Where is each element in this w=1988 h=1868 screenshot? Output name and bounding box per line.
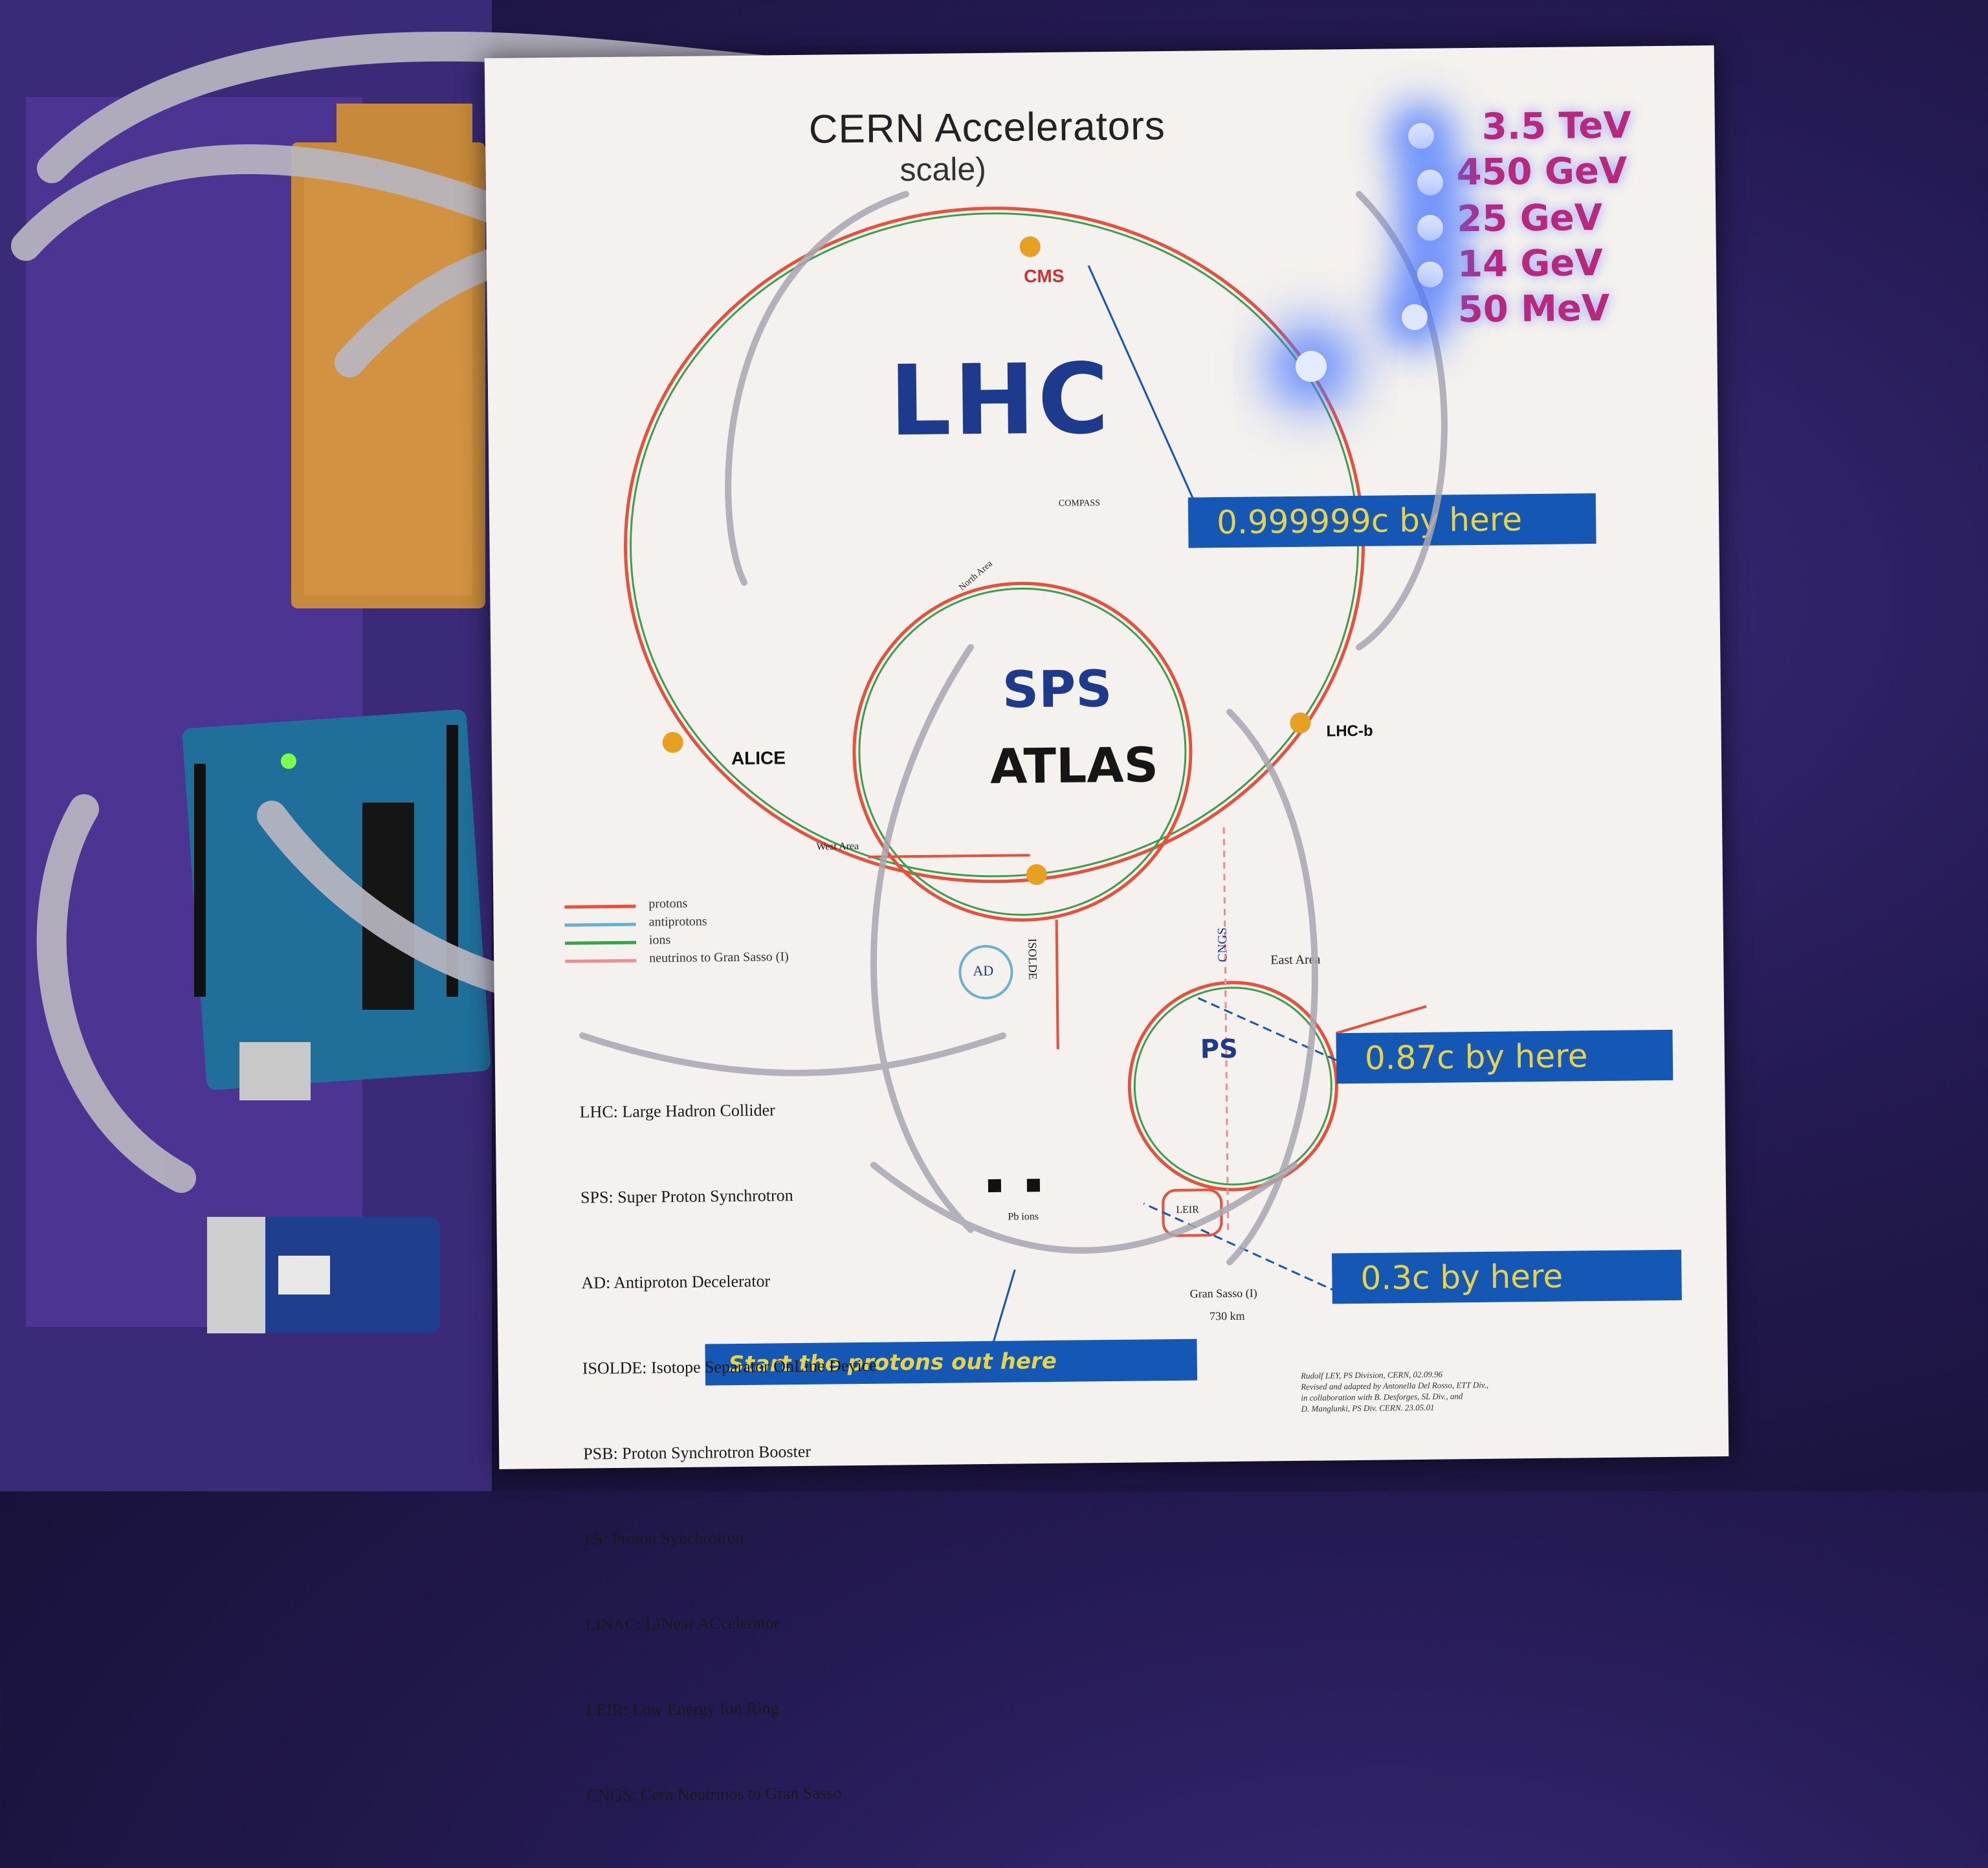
pb-ions-label: Pb ions	[1008, 1211, 1039, 1223]
poster-subtitle: scale)	[900, 150, 987, 188]
alice-label: ALICE	[731, 748, 786, 769]
leir-label: LEIR	[1176, 1204, 1199, 1216]
energy-label: 3.5 TeV	[1481, 104, 1631, 148]
led-icon	[1296, 351, 1327, 382]
glossary-item: LEIR: Low Energy Ion Ring	[586, 1698, 779, 1720]
hardware-area	[0, 0, 1374, 1491]
led-icon	[1417, 261, 1443, 287]
cms-label: CMS	[1024, 265, 1065, 287]
glossary-item: LINAC: LINear ACcelerator	[584, 1613, 780, 1634]
isolde-label: ISOLDE	[1026, 938, 1040, 980]
glossary-item: PSB: Proton Synchrotron Booster	[583, 1441, 812, 1463]
glossary-item: LHC: Large Hadron Collider	[579, 1100, 775, 1122]
compass-label: COMPASS	[1058, 498, 1101, 509]
energy-label: 450 GeV	[1456, 150, 1628, 194]
led-icon	[1417, 215, 1443, 241]
callout-psb-speed: 0.3c by here	[1332, 1249, 1682, 1304]
energy-label: 14 GeV	[1457, 241, 1604, 286]
battery-9v	[207, 1217, 440, 1333]
glossary: LHC: Large Hadron Collider SPS: Super Pr…	[579, 1038, 882, 1867]
glossary-item: AD: Antiproton Decelerator	[581, 1271, 771, 1293]
ps-label: PS	[1200, 1034, 1239, 1065]
led-icon	[1417, 170, 1443, 195]
legend-label: antiprotons	[648, 914, 707, 929]
legend-label: protons	[648, 896, 688, 911]
energy-label: 50 MeV	[1457, 287, 1610, 331]
west-area-label: West Area	[816, 841, 859, 852]
legend-label: neutrinos to Gran Sasso (I)	[649, 950, 789, 966]
glossary-item: PS: Proton Synchrotron	[584, 1528, 744, 1549]
distance-label: 730 km	[1209, 1309, 1245, 1323]
legend-label: ions	[648, 933, 671, 948]
credits: Rudolf LEY, PS Division, CERN, 02.09.96 …	[1301, 1368, 1489, 1414]
energy-label: 25 GeV	[1456, 196, 1603, 241]
led-icon	[1402, 304, 1428, 330]
lhc-label: LHC	[889, 342, 1112, 458]
green-led	[281, 753, 296, 769]
poster-title: CERN Accelerators	[808, 103, 1166, 152]
lhcb-label: LHC-b	[1326, 722, 1373, 740]
east-area-label: East Area	[1270, 952, 1321, 968]
glossary-item: CNGS: Cern Neutrinos to Gran Sasso	[586, 1783, 842, 1805]
photo-scene: CERN Accelerators scale) 3.5 TeV 450 GeV…	[0, 0, 1729, 1805]
cngs-label: CNGS	[1215, 927, 1230, 962]
credit-line: in collaboration with B. Desforges, SL D…	[1301, 1391, 1463, 1403]
ad-label: AD	[973, 962, 994, 979]
sps-label: SPS	[1002, 660, 1112, 720]
credit-line: D. Manglunki, PS Div. CERN. 23.05.01	[1301, 1402, 1435, 1414]
gran-sasso-label: Gran Sasso (I)	[1189, 1286, 1257, 1300]
callout-lhc-speed: 0.999999c by here	[1187, 493, 1596, 548]
glossary-item: ISOLDE: Isotope Separator OnLine Device	[582, 1355, 877, 1378]
callout-ps-speed: 0.87c by here	[1336, 1029, 1673, 1084]
led-icon	[1408, 123, 1434, 149]
glossary-item: SPS: Super Proton Synchrotron	[580, 1186, 793, 1207]
atlas-label: ATLAS	[989, 737, 1159, 795]
cern-accelerator-poster: CERN Accelerators scale) 3.5 TeV 450 GeV…	[484, 45, 1729, 1805]
